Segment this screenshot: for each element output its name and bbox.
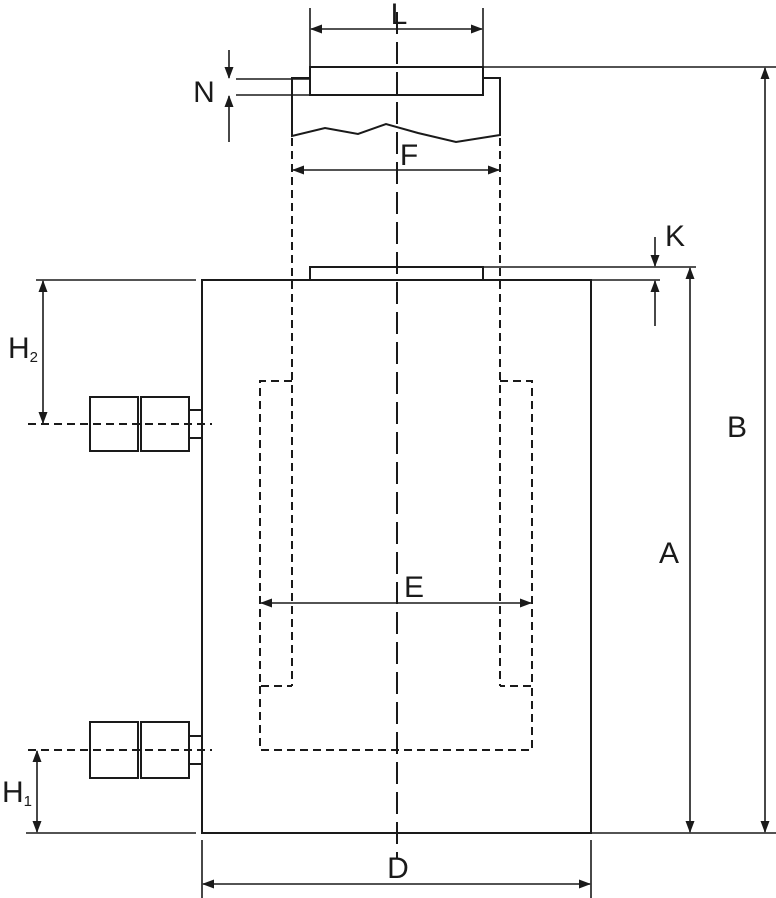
lower-coupler bbox=[28, 721, 212, 779]
dimension-K-label: K bbox=[665, 220, 685, 253]
dimension-A-label: A bbox=[659, 537, 679, 570]
dimension-E-label: E bbox=[404, 571, 424, 604]
dimension-L-label: L bbox=[391, 0, 408, 31]
piston-hidden-right bbox=[500, 380, 533, 687]
plunger-extended bbox=[291, 77, 501, 144]
upper-coupler bbox=[28, 396, 212, 452]
dimension-D-label: D bbox=[387, 852, 409, 885]
dimension-H2-label: H2 bbox=[8, 332, 38, 366]
dimension-B-label: B bbox=[727, 411, 747, 444]
piston-hidden bbox=[259, 380, 292, 687]
dimension-H1-label: H1 bbox=[2, 776, 32, 810]
dimension-F-label: F bbox=[400, 139, 418, 172]
dimension-N-label: N bbox=[193, 76, 215, 109]
